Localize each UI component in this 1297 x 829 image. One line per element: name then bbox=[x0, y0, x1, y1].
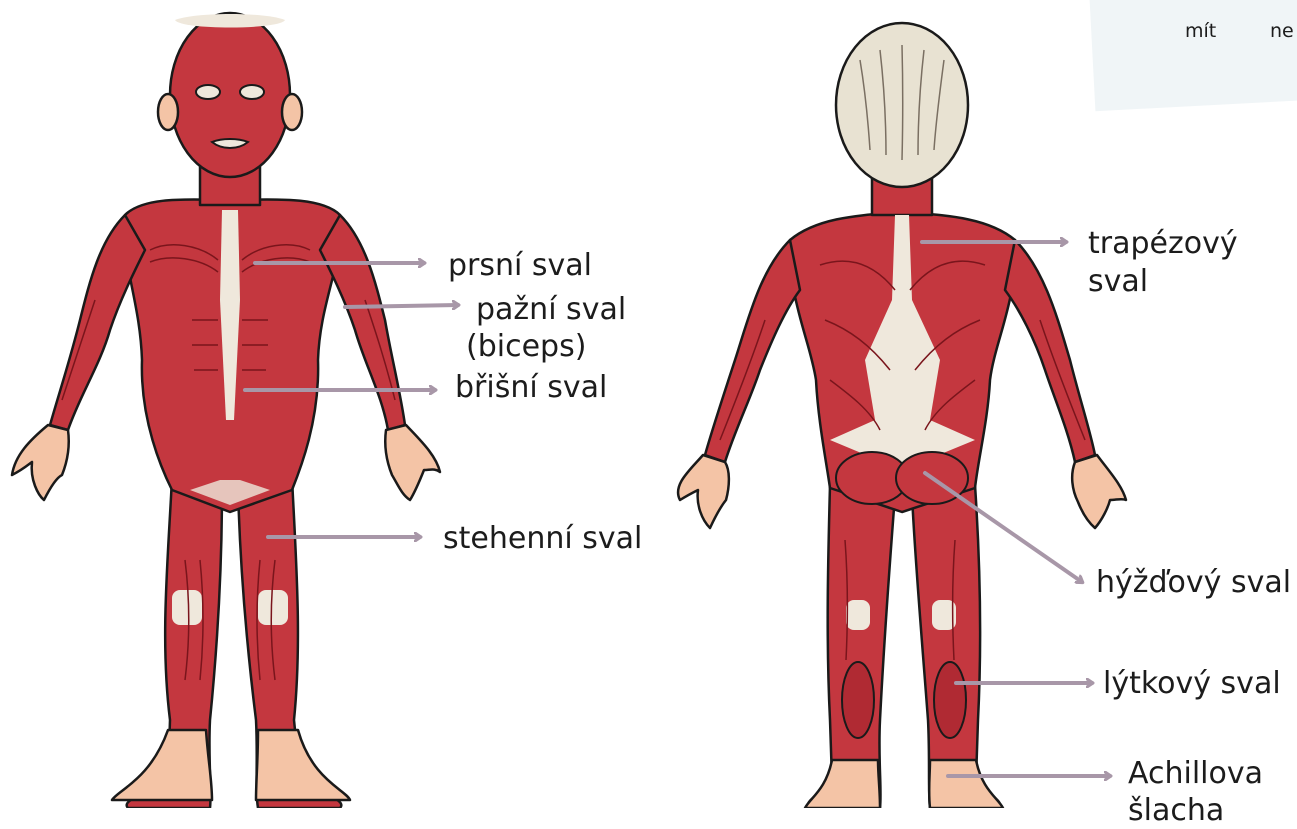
label-achilles-line2: šlacha bbox=[1128, 793, 1224, 829]
label-pectoral-muscle: prsní sval bbox=[448, 249, 592, 283]
label-biceps-line2: (biceps) bbox=[466, 329, 586, 365]
label-abdominal-muscle: břišní sval bbox=[455, 371, 607, 405]
label-biceps-line1: pažní sval bbox=[476, 292, 626, 328]
arrow-biceps bbox=[345, 305, 458, 307]
label-calf-muscle: lýtkový sval bbox=[1103, 667, 1281, 701]
label-achilles-line1: Achillova bbox=[1128, 756, 1263, 792]
arrow-gluteal bbox=[925, 473, 1082, 582]
label-gluteal-muscle: hýžďový sval bbox=[1096, 566, 1291, 600]
label-trapezius-line1: trapézový bbox=[1088, 226, 1238, 262]
label-trapezius-line2: sval bbox=[1088, 264, 1148, 300]
label-thigh-muscle: stehenní sval bbox=[443, 522, 642, 556]
